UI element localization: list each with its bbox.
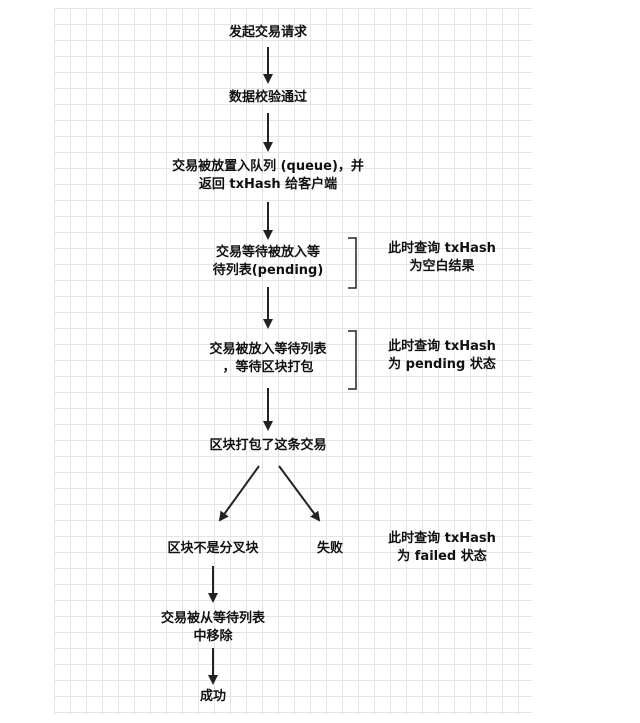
node-start-line-1: 发起交易请求 [228, 25, 307, 40]
node-packed-line-1: 区块打包了这条交易 [209, 438, 327, 453]
node-pending: 交易等待被放入等 待列表(pending) [183, 244, 353, 280]
node-pending-line-2: 待列表(pending) [212, 263, 324, 278]
node-pending-line-1: 交易等待被放入等 [215, 245, 320, 260]
note-waiting-query: 此时查询 txHash 为 pending 状态 [367, 338, 517, 374]
node-validated: 数据校验通过 [168, 89, 368, 107]
note-waiting-query-line-2: 为 pending 状态 [388, 357, 496, 372]
node-success: 成功 [173, 688, 253, 706]
node-failed: 失败 [300, 540, 360, 558]
node-removed: 交易被从等待列表 中移除 [138, 610, 288, 646]
bracket-waiting [348, 330, 357, 390]
node-waiting-pack-line-1: 交易被放入等待列表 [209, 342, 327, 357]
node-removed-line-1: 交易被从等待列表 [160, 611, 265, 626]
node-queued-line-2: 返回 txHash 给客户端 [198, 177, 338, 192]
node-not-fork-line-1: 区块不是分叉块 [167, 541, 259, 556]
note-pending-query-line-1: 此时查询 txHash [388, 241, 496, 256]
node-waiting-pack: 交易被放入等待列表 ，等待区块打包 [183, 341, 353, 377]
node-success-line-1: 成功 [199, 689, 226, 704]
node-queued-line-1: 交易被放置入队列 (queue)，并 [172, 159, 364, 174]
node-validated-line-1: 数据校验通过 [228, 90, 307, 105]
node-packed: 区块打包了这条交易 [168, 437, 368, 455]
node-start: 发起交易请求 [168, 24, 368, 42]
note-failed-query: 此时查询 txHash 为 failed 状态 [367, 530, 517, 566]
note-failed-query-line-2: 为 failed 状态 [397, 549, 487, 564]
arrow-packed-to-not-fork [218, 465, 260, 522]
note-failed-query-line-1: 此时查询 txHash [388, 531, 496, 546]
node-waiting-pack-line-2: ，等待区块打包 [222, 360, 314, 375]
note-waiting-query-line-1: 此时查询 txHash [388, 339, 496, 354]
arrow-packed-to-failed [278, 465, 321, 522]
node-not-fork: 区块不是分叉块 [143, 540, 283, 558]
note-pending-query-line-2: 为空白结果 [409, 259, 475, 274]
note-pending-query: 此时查询 txHash 为空白结果 [367, 240, 517, 276]
node-failed-line-1: 失败 [316, 541, 343, 556]
node-queued: 交易被放置入队列 (queue)，并 返回 txHash 给客户端 [148, 158, 388, 194]
node-removed-line-2: 中移除 [193, 629, 233, 644]
bracket-pending [348, 237, 357, 289]
grid-background [54, 8, 532, 715]
